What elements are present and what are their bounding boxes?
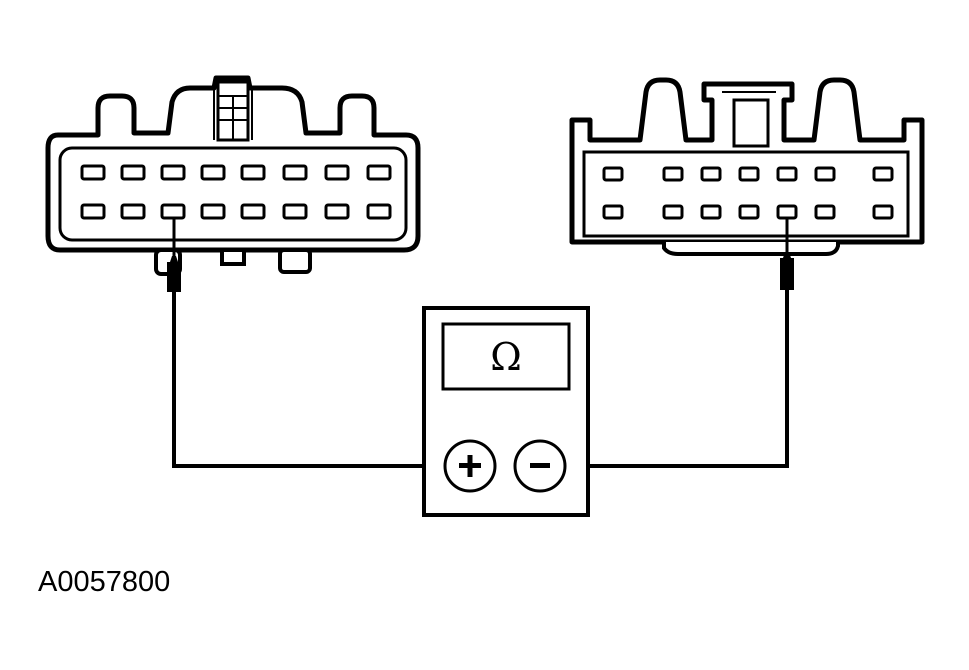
positive-terminal xyxy=(443,439,497,493)
right-connector-face xyxy=(582,150,910,238)
left-test-pin xyxy=(160,203,186,220)
right-pin-row-1 xyxy=(602,166,894,182)
left-pin-row-2 xyxy=(80,203,392,220)
left-connector xyxy=(45,75,421,276)
left-connector-key-2 xyxy=(220,248,246,266)
negative-terminal xyxy=(513,439,567,493)
ohmmeter-display xyxy=(441,322,571,391)
left-probe xyxy=(167,218,181,292)
ohmmeter: Ω xyxy=(422,306,590,517)
left-pin-row-1 xyxy=(80,164,392,181)
negative-test-lead xyxy=(566,290,789,468)
ohm-symbol: Ω xyxy=(490,335,522,379)
right-connector-skirt xyxy=(662,242,840,256)
right-connector-latch xyxy=(732,98,770,148)
right-test-pin xyxy=(776,204,798,220)
right-connector xyxy=(569,77,925,256)
positive-test-lead xyxy=(172,292,444,468)
left-connector-key-3 xyxy=(278,248,312,274)
right-probe xyxy=(780,218,794,290)
left-connector-face xyxy=(58,146,408,242)
figure-id: A0057800 xyxy=(38,566,171,598)
